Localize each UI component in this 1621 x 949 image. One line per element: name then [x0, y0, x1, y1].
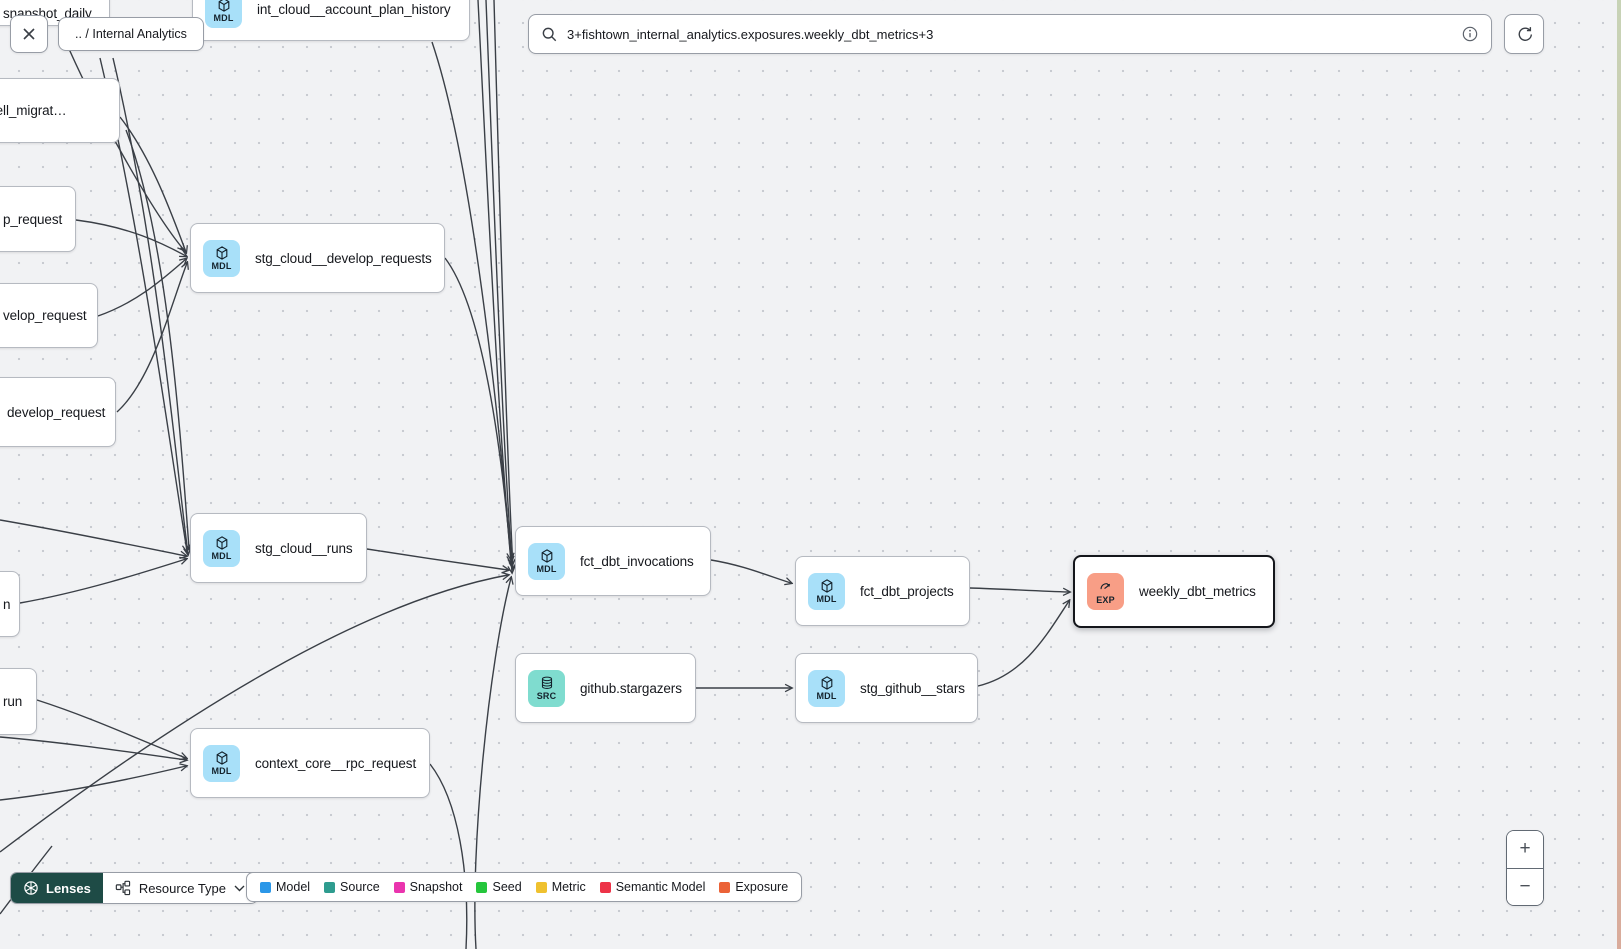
info-icon[interactable]	[1461, 25, 1479, 43]
resource-type-hierarchy-icon	[115, 880, 130, 896]
node-label: int_cloud__account_plan_history	[257, 2, 451, 17]
node-n-partial[interactable]: MDL n	[0, 571, 20, 637]
lineage-search-bar	[528, 14, 1492, 54]
model-swatch	[260, 881, 271, 893]
legend-item-snapshot: Snapshot	[393, 880, 462, 894]
node-label: weekly_dbt_metrics	[1139, 584, 1256, 599]
node-label: stg_github__stars	[860, 680, 965, 696]
lenses-button[interactable]: Lenses	[11, 873, 103, 903]
lenses-control-group: Lenses Resource Type	[10, 872, 259, 904]
resource-type-dropdown[interactable]: Resource Type	[102, 873, 258, 903]
node-label: github.stargazers	[580, 680, 682, 696]
node-label: velop_request	[3, 308, 87, 323]
source-database-icon	[541, 676, 552, 690]
legend-item-semantic-model: Semantic Model	[599, 880, 705, 894]
model-badge: MDL	[808, 669, 845, 707]
model-badge: MDL	[203, 239, 240, 277]
model-badge: MDL	[205, 0, 242, 28]
exposure-badge: EXP	[1087, 573, 1124, 610]
model-cube-icon	[218, 0, 229, 12]
legend-item-model: Model	[260, 880, 310, 894]
node-stg-cloud-develop-requests[interactable]: MDL stg_cloud__develop_requests	[190, 223, 445, 293]
legend-item-source: Source	[324, 880, 380, 894]
close-icon	[23, 28, 35, 40]
metric-swatch	[535, 881, 547, 893]
legend-item-seed: Seed	[476, 880, 522, 894]
node-label: stg_cloud__develop_requests	[255, 250, 432, 266]
zoom-in-button[interactable]: +	[1507, 831, 1543, 869]
refresh-icon	[1518, 26, 1532, 41]
node-context-core-rpc-request[interactable]: MDL context_core__rpc_request	[190, 728, 430, 798]
resource-type-label: Resource Type	[138, 880, 227, 896]
model-badge: MDL	[528, 542, 565, 580]
node-int-cloud-account-plan-history[interactable]: MDL int_cloud__account_plan_history	[192, 0, 470, 41]
node-label: fct_dbt_invocations	[580, 553, 694, 569]
model-cube-icon	[821, 579, 832, 593]
breadcrumb[interactable]: .. / Internal Analytics	[58, 17, 204, 51]
node-multicell-migrat[interactable]: MDL multicell_migrat…	[0, 78, 120, 143]
node-run-partial[interactable]: MDL run	[0, 668, 37, 735]
node-velop-request[interactable]: MDL velop_request	[0, 283, 98, 348]
node-fct-dbt-invocations[interactable]: MDL fct_dbt_invocations	[515, 526, 711, 596]
search-icon	[542, 27, 557, 41]
right-edge-strip	[1617, 0, 1621, 949]
close-button[interactable]	[10, 15, 48, 53]
source-badge: SRC	[528, 669, 565, 707]
node-label: fct_dbt_projects	[860, 583, 954, 599]
chevron-down-icon	[234, 885, 245, 891]
node-label: develop_request	[7, 404, 106, 420]
lenses-aperture-icon	[24, 881, 38, 895]
exposure-swatch	[719, 881, 731, 893]
model-cube-icon	[216, 246, 227, 260]
semantic-model-swatch	[599, 881, 611, 893]
node-fct-dbt-projects[interactable]: MDL fct_dbt_projects	[795, 556, 970, 626]
lineage-selector-input[interactable]	[567, 26, 1452, 42]
model-cube-icon	[541, 549, 552, 563]
refresh-button[interactable]	[1504, 14, 1544, 54]
model-badge: MDL	[808, 572, 845, 610]
legend-item-metric: Metric	[535, 880, 586, 894]
node-label: multicell_migrat…	[0, 103, 67, 118]
node-label: n	[3, 596, 11, 612]
model-badge: MDL	[203, 529, 240, 567]
node-p-request[interactable]: MDL p_request	[0, 186, 76, 252]
legend-item-exposure: Exposure	[719, 880, 788, 894]
model-cube-icon	[216, 751, 227, 765]
zoom-out-button[interactable]: −	[1507, 868, 1543, 905]
lenses-label: Lenses	[46, 880, 91, 896]
model-cube-icon	[821, 676, 832, 690]
exposure-gauge-icon	[1099, 582, 1110, 589]
node-label: stg_cloud__runs	[255, 540, 353, 556]
snapshot-swatch	[393, 881, 405, 893]
node-stg-github-stars[interactable]: MDL stg_github__stars	[795, 653, 978, 723]
resource-type-legend: Model Source Snapshot Seed Metric Semant…	[246, 872, 803, 902]
node-label: context_core__rpc_request	[255, 755, 417, 771]
zoom-controls: + −	[1506, 830, 1544, 906]
seed-swatch	[476, 881, 488, 893]
node-weekly-dbt-metrics[interactable]: EXP weekly_dbt_metrics	[1073, 555, 1275, 628]
node-stg-cloud-runs[interactable]: MDL stg_cloud__runs	[190, 513, 367, 583]
source-swatch	[324, 881, 336, 893]
node-label: run	[3, 694, 23, 709]
node-develop-request[interactable]: MDL develop_request	[0, 377, 116, 447]
node-label: p_request	[3, 211, 63, 227]
breadcrumb-label: .. / Internal Analytics	[75, 27, 187, 41]
model-cube-icon	[216, 536, 227, 550]
node-github-stargazers[interactable]: SRC github.stargazers	[515, 653, 696, 723]
model-badge: MDL	[203, 744, 240, 782]
